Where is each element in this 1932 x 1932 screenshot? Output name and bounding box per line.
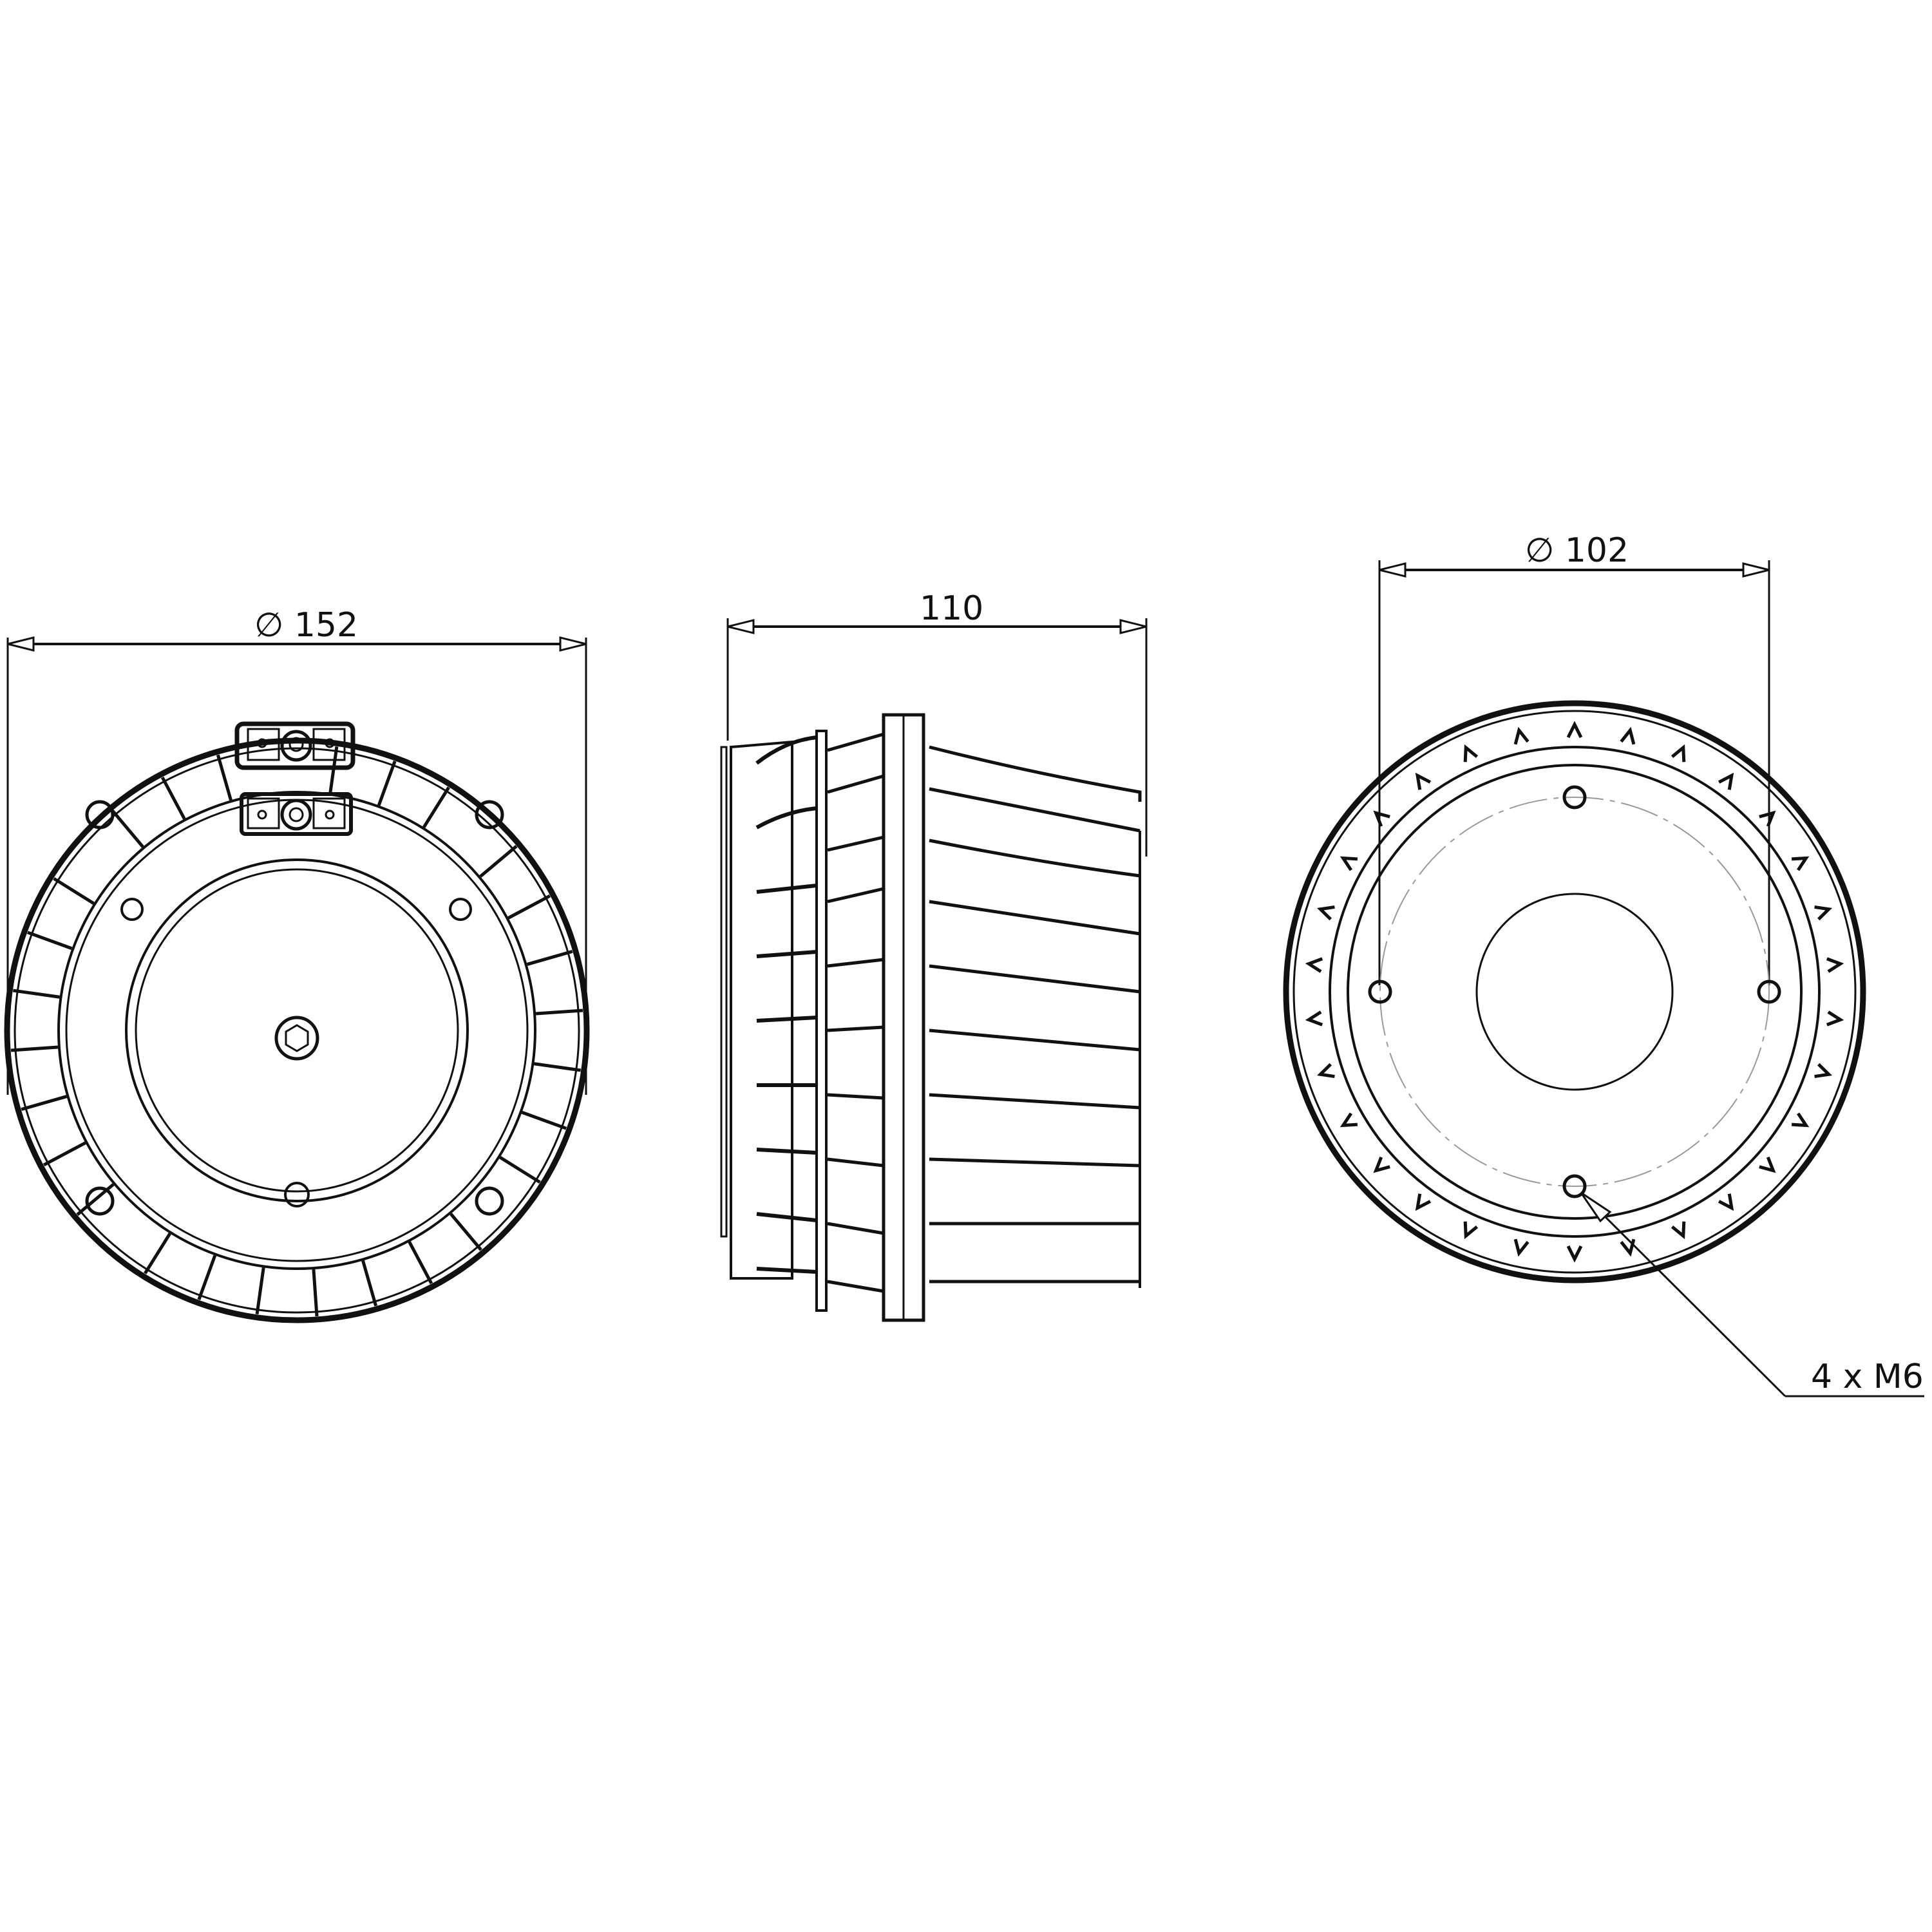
front-view <box>1283 560 1924 1397</box>
bolt-circle <box>1379 797 1770 1187</box>
dimension-label-110: 110 <box>920 589 983 628</box>
dimension-label-152: ∅ 152 <box>254 606 358 645</box>
m6-bolt-holes <box>1368 785 1781 1198</box>
callout-label-4xM6: 4 x M6 <box>1811 1358 1924 1396</box>
throat-opening <box>1475 893 1674 1091</box>
mounting-screws <box>85 800 504 1216</box>
side-view <box>720 618 1148 1322</box>
dimension-110 <box>726 618 1148 857</box>
radial-fins <box>10 746 583 1317</box>
dimension-label-102: ∅ 102 <box>1525 531 1629 570</box>
terminal-block-lower <box>240 792 353 836</box>
terminal-block-upper <box>234 721 355 770</box>
dimension-102 <box>1378 560 1770 985</box>
rear-view <box>4 636 590 1323</box>
center-hex-socket <box>274 1016 319 1061</box>
callout-leader <box>1580 1191 1924 1397</box>
outer-rim <box>4 737 590 1323</box>
